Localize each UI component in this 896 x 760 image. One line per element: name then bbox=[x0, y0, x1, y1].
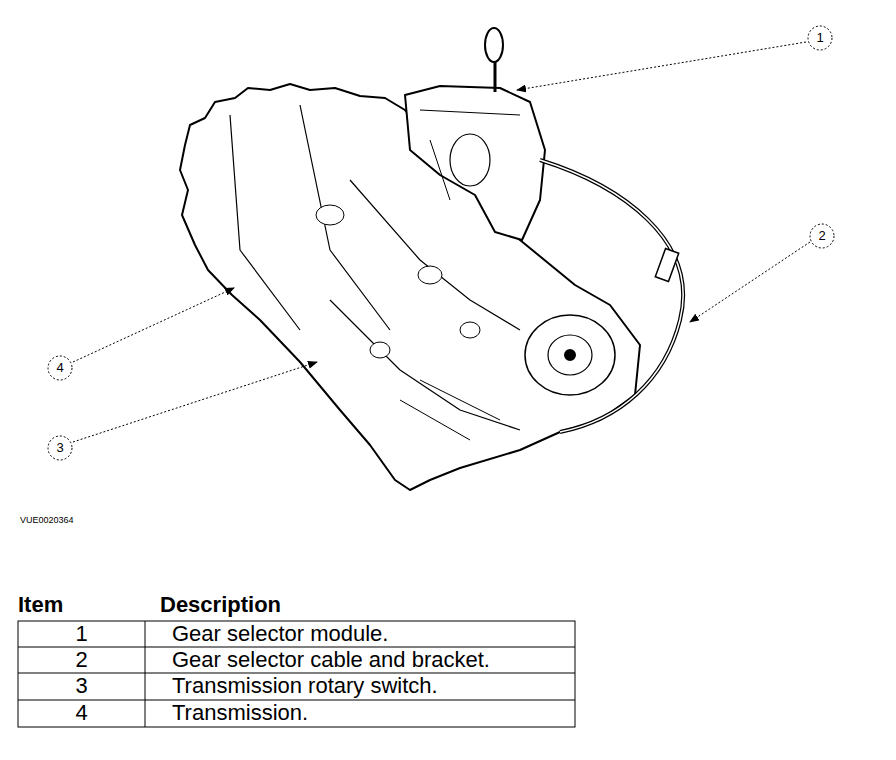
callout-number: 4 bbox=[56, 361, 63, 375]
table-cell: Transmission rotary switch. bbox=[172, 674, 438, 698]
gear-selector-module bbox=[405, 28, 545, 240]
callout-number: 1 bbox=[816, 31, 823, 45]
table-cell: Transmission. bbox=[172, 701, 308, 725]
table-cell: 3 bbox=[18, 674, 145, 698]
callout-number: 2 bbox=[818, 229, 825, 243]
parts-table-grid bbox=[18, 621, 575, 727]
table-cell: Gear selector cable and bracket. bbox=[172, 648, 490, 672]
callout-leaders bbox=[48, 26, 834, 460]
callout-number: 3 bbox=[56, 441, 63, 455]
table-cell: 1 bbox=[18, 622, 145, 646]
table-header: Item bbox=[18, 593, 63, 617]
table-cell: 2 bbox=[18, 648, 145, 672]
table-cell: Gear selector module. bbox=[172, 622, 388, 646]
table-cell: 4 bbox=[18, 701, 145, 725]
gear-selector-cable bbox=[540, 160, 683, 432]
table-header: Description bbox=[160, 593, 281, 617]
figure-id: VUE0020364 bbox=[20, 516, 74, 526]
